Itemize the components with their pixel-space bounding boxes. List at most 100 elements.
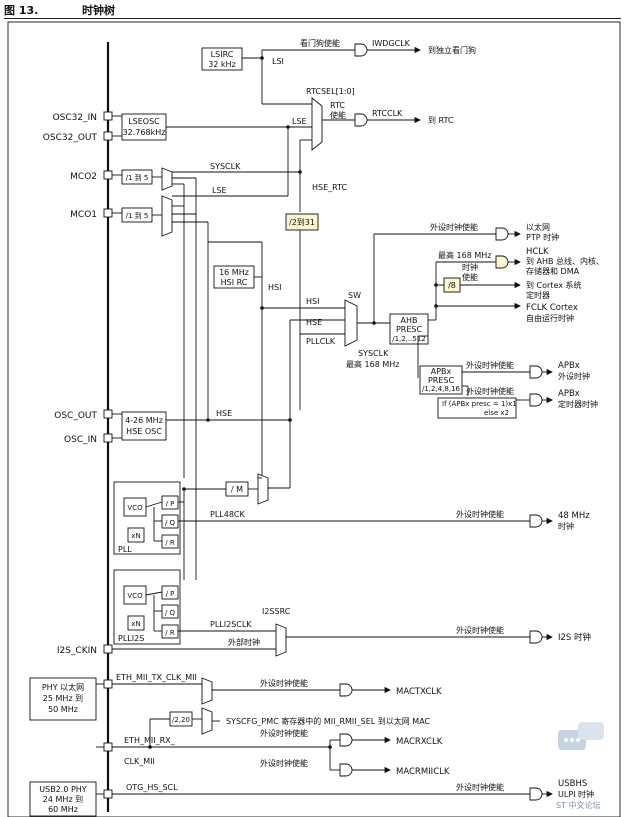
mactx-gate <box>339 683 353 697</box>
ahb-line2: PRESC <box>396 325 423 334</box>
apb-enable1-label: 外设时钟使能 <box>466 360 514 370</box>
macrmiiclk-label: MACRMIICLK <box>396 767 450 777</box>
cortex-timer-line1: 到 Cortex 系统 <box>526 280 582 290</box>
figure-number: 图 13. <box>4 4 39 17</box>
en48-label: 外设时钟使能 <box>456 509 504 519</box>
plli2s-q: / Q <box>165 609 176 617</box>
hclk-gate <box>495 255 509 269</box>
sysclk-mco2-label: SYSCLK <box>210 162 241 171</box>
cortex-timer-line2: 定时器 <box>526 290 550 300</box>
rtc-enable-line1: RTC <box>330 101 345 110</box>
phy-usb-line1: USB2.0 PHY <box>39 785 87 794</box>
i2s-mux <box>275 623 287 657</box>
hclk-enable-line2: 使能 <box>462 272 478 282</box>
rtc-mux <box>311 97 323 151</box>
apb-gate2 <box>529 393 543 407</box>
pll-xn: xN <box>131 532 140 540</box>
otg-hs-label: OTG_HS_SCL <box>126 783 178 792</box>
pin-osc32-out: OSC32_OUT <box>43 133 98 143</box>
lseosc-line2: 32.768kHz <box>123 128 166 137</box>
lsirc-line2: 32 kHz <box>208 60 236 69</box>
lse-mco1-label: LSE <box>212 186 227 195</box>
syscfg-label: SYSCFG_PMC 寄存器中的 MII_RMII_SEL 到以太网 MAC <box>226 716 431 726</box>
rtc-gate <box>354 113 368 127</box>
iwdg-enable-label: 看门狗使能 <box>300 38 340 48</box>
apb-gate1 <box>529 365 543 379</box>
plli2s-label: PLLI2S <box>118 634 144 643</box>
hseosc-line2: HSE OSC <box>126 427 162 436</box>
pll48ck-label: PLL48CK <box>210 510 246 519</box>
phy-usb-line3: 60 MHz <box>48 805 78 814</box>
plli2s-r: / R <box>165 629 175 637</box>
apb-out1-line2: 外设时钟 <box>558 371 590 381</box>
phy-eth-block <box>29 677 97 721</box>
phy-eth-line3: 50 MHz <box>48 705 78 714</box>
mactxclk-label: MACTXCLK <box>396 687 442 697</box>
div-2-31-block <box>285 213 319 231</box>
chip-border <box>7 21 621 817</box>
pllm-label: / M <box>231 485 243 494</box>
watermark-logo <box>558 722 604 750</box>
macrx-gate <box>339 733 353 747</box>
fclk-line2: 自由运行时钟 <box>526 313 574 323</box>
pin-osc-in: OSC_IN <box>64 435 97 445</box>
ahb-line3: /1,2,..512 <box>392 335 426 343</box>
i2s-enable-label: 外设时钟使能 <box>456 625 504 635</box>
pin-i2s-ckin: I2S_CKIN <box>57 646 97 656</box>
lseosc-block <box>121 113 167 141</box>
pll-vco: VCO <box>127 504 143 512</box>
mco2-mux <box>161 167 173 191</box>
apb-out2-line2: 定时器时钟 <box>558 399 598 409</box>
i2s-gate <box>529 630 543 644</box>
pin-pads <box>103 111 113 799</box>
phy-eth-line1: PHY 以太网 <box>42 682 84 692</box>
apbx-mult-line2: else x2 <box>484 409 509 417</box>
hse-rtc-label: HSE_RTC <box>312 183 348 192</box>
div-2-31-label: /2到31 <box>289 218 315 227</box>
apbx-line1: APBx <box>431 367 452 376</box>
watermark-text: ST 中文论坛 <box>556 800 601 810</box>
hsirc-line2: HSI RC <box>221 278 248 287</box>
ptp-out-line2: PTP 时钟 <box>526 232 559 242</box>
pin-osc32-in: OSC32_IN <box>53 113 97 123</box>
hse-label: HSE <box>216 409 232 418</box>
plli2s-vco: VCO <box>127 592 143 600</box>
pll-src-mux <box>257 473 269 505</box>
ext-clock-label: 外部时钟 <box>228 637 260 647</box>
fclk-line1: FCLK Cortex <box>526 303 578 313</box>
mactx-enable-label: 外设时钟使能 <box>260 678 308 688</box>
rtcclk-label: RTCCLK <box>372 109 403 118</box>
eth-rx-line2: CLK_MII <box>124 757 155 766</box>
figure-title: 时钟树 <box>82 4 115 17</box>
apbx-mult-block <box>437 397 517 419</box>
lsi-label: LSI <box>272 57 284 66</box>
phy-usb-block <box>29 781 97 817</box>
pll-block <box>113 481 181 555</box>
lsirc-line1: LSIRC <box>211 50 234 59</box>
gate-48mhz <box>529 514 543 528</box>
pll-q: / Q <box>165 519 176 527</box>
div-2-20-label: /2,20 <box>172 716 190 724</box>
pin-mco2: MCO2 <box>70 172 97 182</box>
apb-out1-line1: APBx <box>558 361 580 371</box>
phy-usb-line2: 24 MHz 到 <box>43 795 83 804</box>
apbx-mult-line1: If (APBx presc = 1)x1 <box>442 400 517 408</box>
header-rule <box>4 18 621 19</box>
sw-mux <box>344 299 358 347</box>
to-rtc-label: 到 RTC <box>428 116 454 125</box>
rmii-mux <box>201 707 213 735</box>
pllclk-label: PLLCLK <box>306 337 336 346</box>
phy-eth-line2: 25 MHz 到 <box>43 694 83 703</box>
lsirc-block <box>201 47 243 71</box>
hclk-line3: 存储器和 DMA <box>526 266 580 276</box>
plli2s-xn: xN <box>131 620 140 628</box>
hclk-max-label: 最高 168 MHz <box>438 250 491 260</box>
iwdg-gate <box>354 43 368 57</box>
usbhs-enable-label: 外设时钟使能 <box>456 782 504 792</box>
usbhs-line2: ULPI 时钟 <box>558 789 594 799</box>
macrmii-enable-label: 外设时钟使能 <box>260 758 308 768</box>
sysclk-max-label: 最高 168 MHz <box>346 359 399 369</box>
mco1-div-label: /1 到 5 <box>126 212 149 220</box>
i2ssrc-label: I2SSRC <box>262 607 291 616</box>
